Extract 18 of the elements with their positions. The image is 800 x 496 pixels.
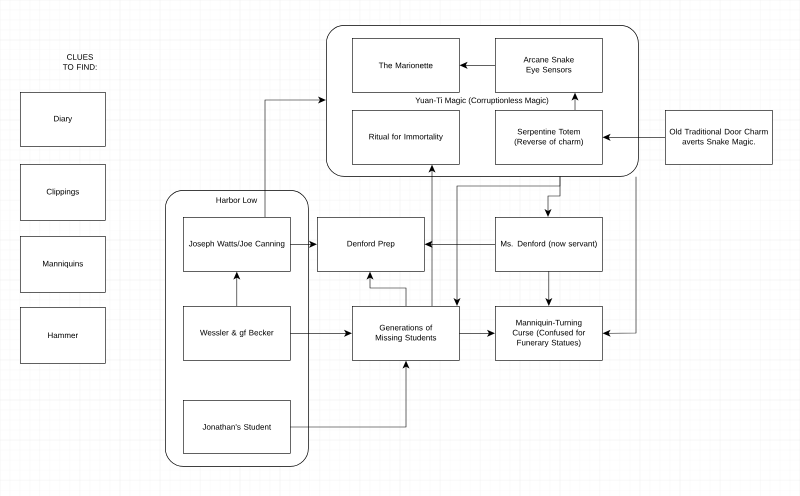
process-box: The Marionette: [352, 38, 460, 93]
process-box: Diary: [20, 92, 106, 147]
process-box: Serpentine Totem (Reverse of charm): [495, 110, 603, 165]
process-box: Manniquin-Turning Curse (Confused for Funerary Statues): [495, 306, 603, 361]
process-box: Ritual for Immortality: [352, 110, 460, 165]
process-box: Joseph Watts/Joe Canning: [183, 217, 291, 272]
process-box: Clippings: [20, 164, 106, 221]
process-box: Denford Prep: [317, 217, 425, 272]
process-box: Jonathan's Student: [183, 400, 291, 454]
process-box: Generations of Missing Students: [352, 306, 460, 361]
process-box: Hammer: [20, 307, 106, 364]
process-box: Ms. Denford (now servant): [495, 217, 603, 272]
process-box: Old Traditional Door Charm averts Snake Magic.: [665, 110, 773, 165]
arrow: [264, 96, 326, 218]
process-box: Wessler & gf Becker: [183, 306, 291, 361]
process-box: Manniquins: [20, 236, 106, 293]
process-box: Arcane Snake Eye Sensors: [495, 38, 603, 93]
heading-text: CLUES TO FIND:: [62, 54, 97, 70]
